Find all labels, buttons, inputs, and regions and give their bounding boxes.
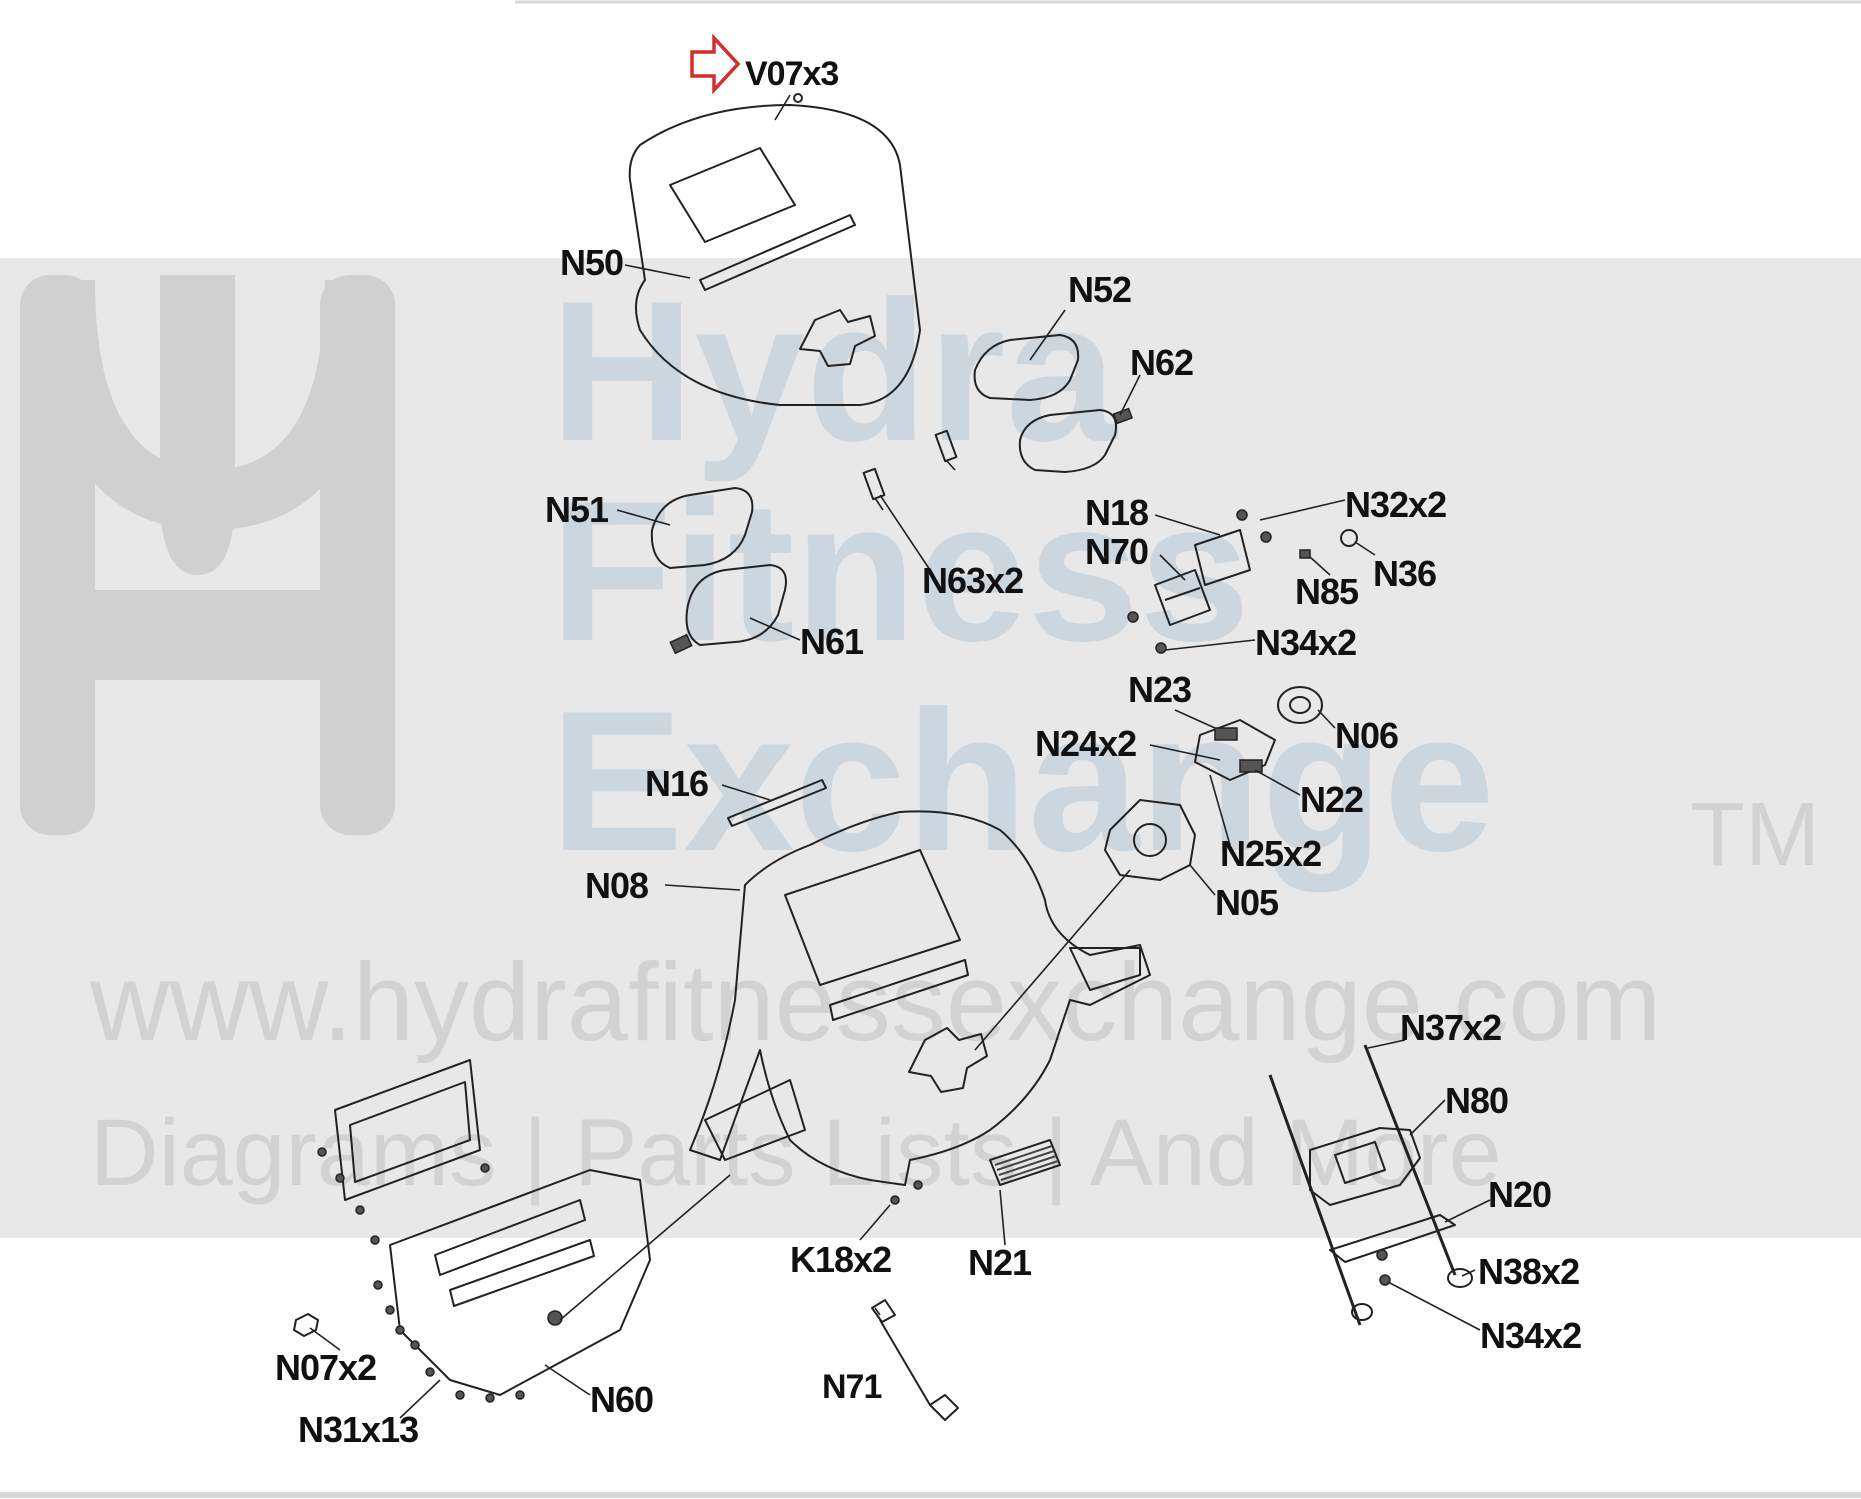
keypad-n23 [1194,719,1276,781]
label-n20: N20 [1488,1174,1551,1215]
label-n38: N38x2 [1478,1251,1579,1292]
label-n70: N70 [1085,531,1148,572]
screw-k18-a [890,1195,900,1205]
frame-bracket [334,1059,481,1201]
watermark-logo-icon [20,275,395,835]
label-n71: N71 [822,1368,881,1406]
cable-n63-a [934,429,958,463]
part-n85 [1299,549,1311,559]
plate-n20 [1329,1214,1456,1263]
parts [293,93,1473,1421]
fastener-n07 [293,1313,319,1337]
label-n62: N62 [1130,342,1193,383]
label-n05: N05 [1215,882,1279,923]
pad-n62 [1018,409,1117,473]
label-n06: N06 [1335,715,1398,756]
overlay-n50 [628,104,921,406]
label-n36: N36 [1373,553,1436,594]
label-n24: N24x2 [1035,723,1136,764]
label-n80: N80 [1445,1080,1508,1121]
callout-arrow-icon [690,33,741,95]
knob-n06 [1277,686,1323,724]
part-labels: V07x3 N50 N52 N62 N51 N63x2 N18 N32x2 N7… [275,55,1582,1450]
label-n37: N37x2 [1400,1007,1501,1048]
label-n34b: N34x2 [1480,1315,1581,1356]
label-n61: N61 [800,621,864,662]
label-n34a: N34x2 [1255,622,1356,663]
bolt-n37-b [1363,1044,1457,1276]
pad-n52 [973,334,1080,401]
label-v07: V07x3 [745,55,838,93]
part-n36 [1340,529,1358,547]
label-n25: N25x2 [1220,833,1321,874]
washer-n38 [1447,1268,1473,1288]
label-n22: N22 [1300,779,1363,820]
label-n16: N16 [645,763,708,804]
label-n18: N18 [1085,492,1148,533]
pad-n61 [685,564,787,646]
label-n31: N31x13 [298,1409,418,1450]
label-n63: N63x2 [922,560,1023,601]
leader-lines [309,94,1491,1419]
label-k18: K18x2 [790,1239,891,1280]
watermark-brand-line2: Fitness [550,460,1250,683]
watermark-url: www.hydrafitnessexchange.com [89,941,1661,1064]
grille-n21 [989,1139,1061,1186]
cable-n71 [871,1299,959,1421]
bolt-n37-a [1268,1074,1362,1326]
bracket-n70 [1154,569,1211,626]
screw-k18-b [913,1180,923,1190]
label-n50: N50 [560,242,623,283]
watermark-tagline: Diagrams | Parts Lists | And More [90,1100,1502,1206]
label-n51: N51 [545,489,609,530]
console-housing-n08 [689,810,1151,1186]
label-n07: N07x2 [275,1347,376,1388]
watermark-brand-line1: Hydra [550,260,1119,483]
label-n23: N23 [1128,669,1191,710]
label-n60: N60 [590,1379,653,1420]
label-n52: N52 [1068,269,1131,310]
strip-n16 [727,779,827,827]
watermark: Hydra Fitness Exchange TM www.hydrafitne… [0,258,1861,1238]
label-n32: N32x2 [1345,484,1446,525]
cable-n63-b [862,467,886,501]
label-n08: N08 [585,865,648,906]
screws-n31 [317,1147,525,1403]
label-n85: N85 [1295,571,1359,612]
label-n21: N21 [968,1242,1032,1283]
bracket-n18 [1194,529,1251,586]
pad-n51 [650,487,754,569]
watermark-trademark: TM [1690,785,1820,885]
